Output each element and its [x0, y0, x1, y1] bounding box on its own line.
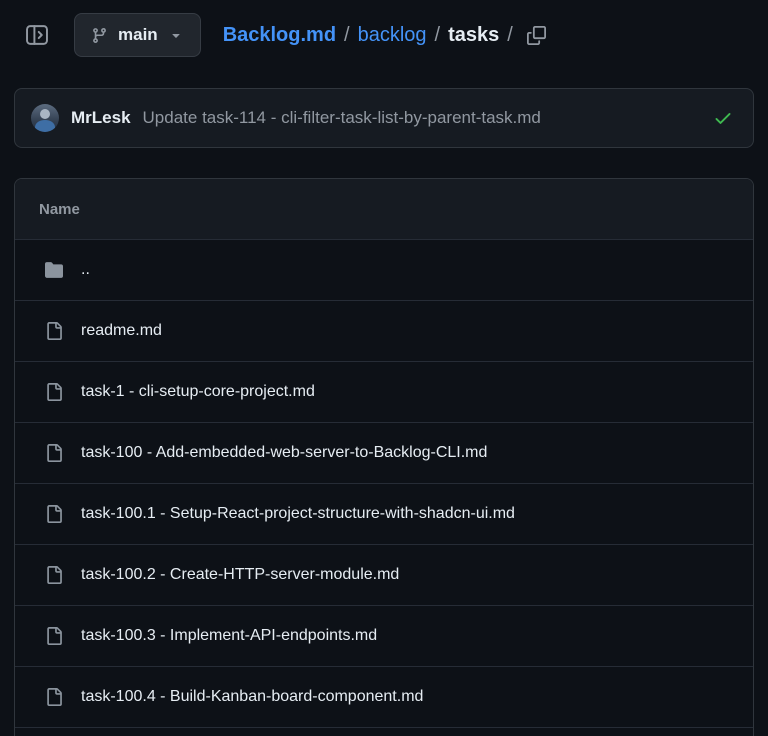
table-header: Name: [15, 179, 753, 239]
topbar: main Backlog.md / backlog / tasks /: [0, 0, 768, 58]
table-row[interactable]: task-100.2 - Create-HTTP-server-module.m…: [15, 544, 753, 605]
breadcrumb-current: tasks: [448, 23, 500, 46]
table-row[interactable]: task-1 - cli-setup-core-project.md: [15, 361, 753, 422]
file-name-link[interactable]: ..: [81, 261, 90, 278]
file-name-link[interactable]: task-100.4 - Build-Kanban-board-componen…: [81, 688, 424, 705]
sidebar-toggle-button[interactable]: [22, 20, 52, 50]
file-icon: [45, 505, 63, 523]
file-icon: [45, 383, 63, 401]
breadcrumb: Backlog.md / backlog / tasks /: [223, 24, 548, 47]
table-row-parent-directory[interactable]: ..: [15, 239, 753, 300]
file-icon: [45, 444, 63, 462]
commit-author[interactable]: MrLesk: [71, 108, 131, 127]
file-name-link[interactable]: task-1 - cli-setup-core-project.md: [81, 383, 315, 400]
table-row[interactable]: readme.md: [15, 300, 753, 361]
table-row[interactable]: task-100.3 - Implement-API-endpoints.md: [15, 605, 753, 666]
name-column-header: Name: [39, 200, 80, 218]
file-table: Name .. readme.md task-1 - cli-setup-cor…: [14, 178, 754, 736]
table-row[interactable]: task-100.1 - Setup-React-project-structu…: [15, 483, 753, 544]
breadcrumb-separator: /: [507, 23, 513, 46]
table-row[interactable]: task-100 - Add-embedded-web-server-to-Ba…: [15, 422, 753, 483]
copy-icon: [526, 25, 546, 45]
commit-message[interactable]: Update task-114 - cli-filter-task-list-b…: [142, 108, 541, 127]
breadcrumb-separator: /: [434, 23, 441, 46]
git-branch-icon: [91, 27, 108, 44]
file-name-link[interactable]: task-100.2 - Create-HTTP-server-module.m…: [81, 566, 400, 583]
file-icon: [45, 627, 63, 645]
file-name-link[interactable]: readme.md: [81, 322, 162, 339]
file-icon: [45, 688, 63, 706]
chevron-down-icon: [168, 27, 184, 43]
copy-path-button[interactable]: [525, 24, 548, 47]
commit-status-check-icon[interactable]: [713, 108, 733, 128]
file-name-link[interactable]: task-100.1 - Setup-React-project-structu…: [81, 505, 515, 522]
sidebar-expand-icon: [24, 22, 50, 48]
file-name-link[interactable]: task-100.3 - Implement-API-endpoints.md: [81, 627, 378, 644]
branch-selector-button[interactable]: main: [74, 13, 201, 57]
table-row-partial[interactable]: [15, 727, 753, 736]
file-name-link[interactable]: task-100 - Add-embedded-web-server-to-Ba…: [81, 444, 488, 461]
latest-commit-bar: MrLesk Update task-114 - cli-filter-task…: [14, 88, 754, 148]
breadcrumb-dir-link[interactable]: backlog: [357, 23, 427, 46]
avatar[interactable]: [31, 104, 59, 132]
branch-name-label: main: [118, 25, 158, 44]
breadcrumb-repo-link[interactable]: Backlog.md: [222, 23, 337, 46]
table-row[interactable]: task-100.4 - Build-Kanban-board-componen…: [15, 666, 753, 727]
file-icon: [45, 322, 63, 340]
breadcrumb-separator: /: [344, 23, 350, 46]
folder-icon: [45, 261, 63, 279]
file-icon: [45, 566, 63, 584]
